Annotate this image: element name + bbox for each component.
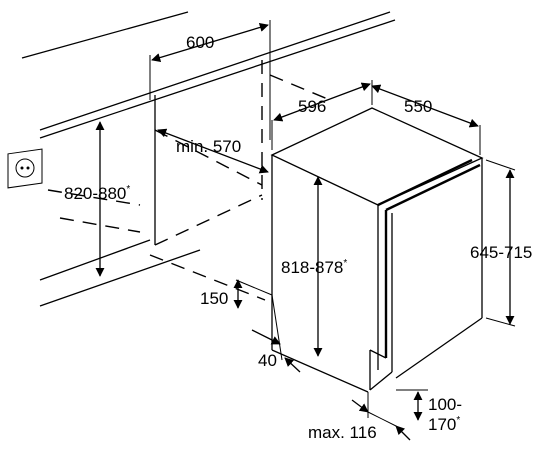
power-socket-icon <box>7 148 43 189</box>
dimension-lines <box>95 20 516 441</box>
label-plinth-offset: 40 <box>258 351 277 370</box>
label-appliance-height: 818-878* <box>281 258 347 277</box>
countertop-lines <box>21 11 396 307</box>
label-side-height: 645-715 <box>470 243 532 262</box>
label-plinth-clearance: 150 <box>200 289 228 308</box>
label-plinth-height-2: 170* <box>428 415 460 434</box>
label-appliance-width: 596 <box>298 97 326 116</box>
dishwasher-body <box>270 107 484 393</box>
dimension-labels: 600 596 550 min. 570 820-880* 818-878* 6… <box>64 33 532 442</box>
label-plinth-height-1: 100- <box>428 395 462 414</box>
label-min-depth: min. 570 <box>176 137 241 156</box>
dishwasher-door <box>369 158 481 391</box>
label-niche-height: 820-880* <box>64 184 130 203</box>
label-plinth-depth: max. 116 <box>308 423 377 442</box>
label-niche-width: 600 <box>186 33 214 52</box>
label-appliance-depth: 550 <box>404 97 432 116</box>
